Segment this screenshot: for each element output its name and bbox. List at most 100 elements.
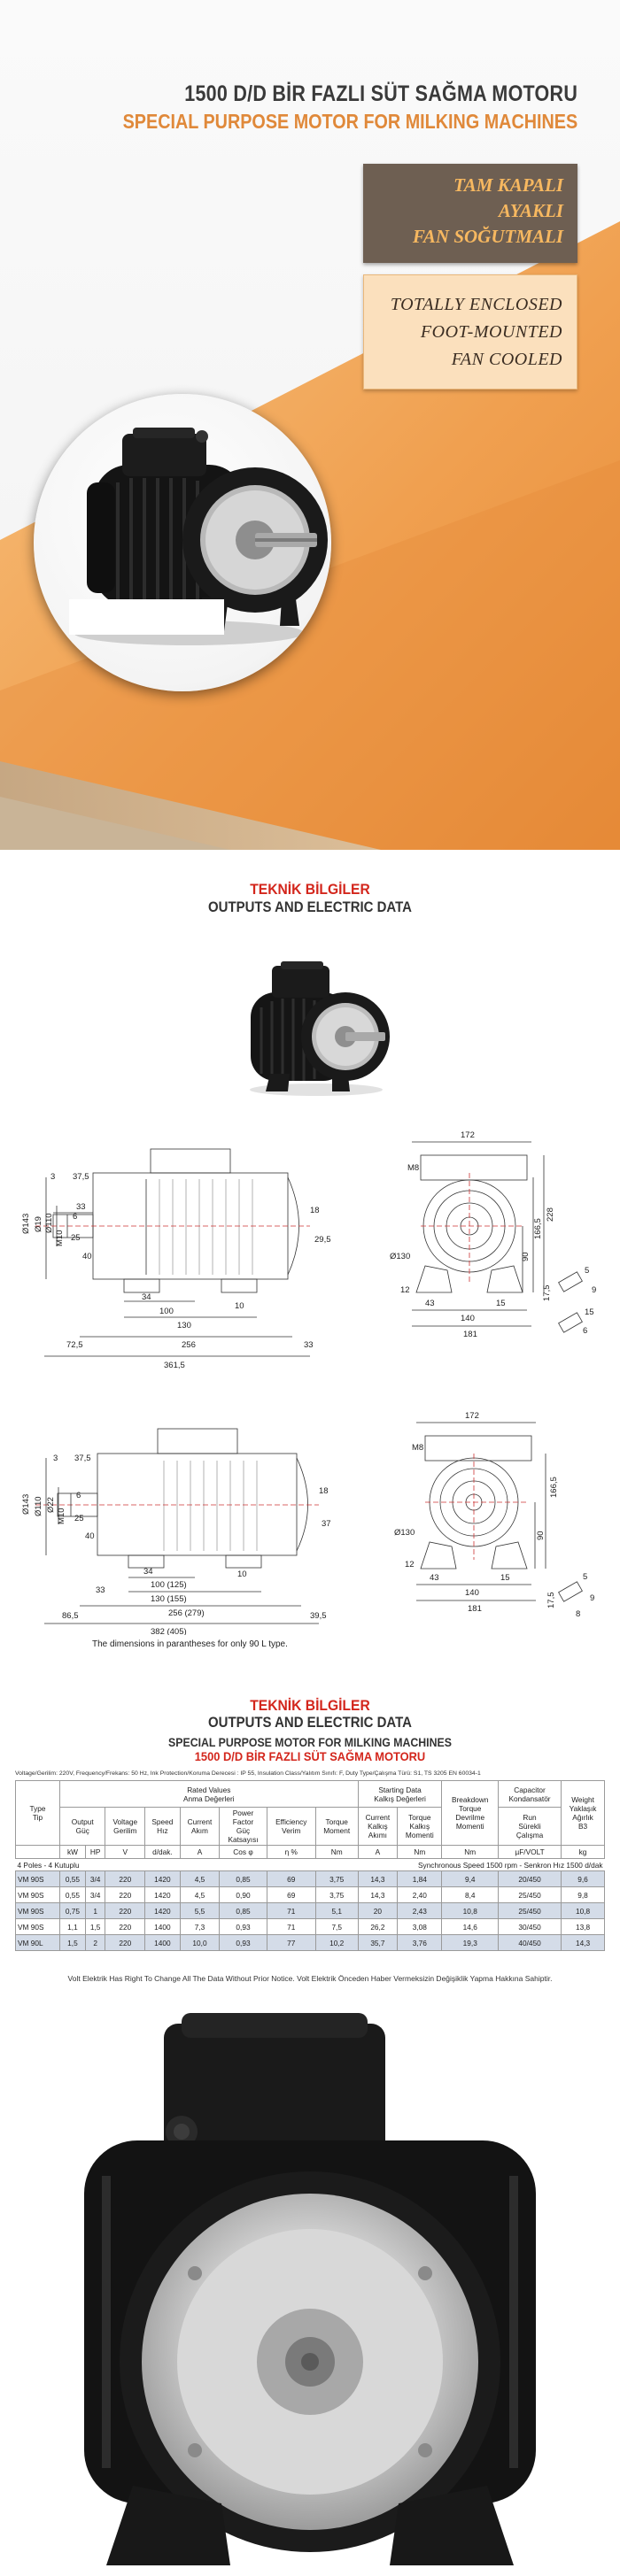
dim-33: 33 <box>76 1202 86 1212</box>
unit-cell: A <box>357 1845 399 1859</box>
unit-cell: µF/VOLT <box>497 1845 562 1859</box>
section1-title-tr: TEKNİK BİLGİLER <box>250 881 370 898</box>
table-cell: 220 <box>105 1918 146 1935</box>
dim-d110: Ø110 <box>44 1213 54 1233</box>
key-dim-6: 6 <box>583 1326 587 1336</box>
key2-dim-5: 5 <box>583 1572 587 1582</box>
table-cell: 10,8 <box>441 1902 499 1919</box>
hdr-weight: Weight Yaklaşık Ağırlık B3 <box>561 1780 605 1846</box>
dimension-note: The dimensions in parantheses for only 9… <box>92 1639 288 1649</box>
table-cell: 220 <box>105 1870 146 1887</box>
table-cell: 1,5 <box>84 1918 106 1935</box>
hdr-output: Output Güç <box>58 1807 106 1846</box>
section2-subtitle-en: SPECIAL PURPOSE MOTOR FOR MILKING MACHIN… <box>168 1735 452 1749</box>
table-cell: 0,55 <box>59 1870 86 1887</box>
units-row: kW HP V d/dak. A Cos φ η % Nm A Nm Nm µF… <box>15 1845 605 1859</box>
motor-large-illustration <box>84 2013 536 2565</box>
dim2-d22: Ø22 <box>46 1497 56 1513</box>
feature-en-1: TOTALLY ENCLOSED <box>390 295 562 314</box>
front-dim-228: 228 <box>546 1207 555 1222</box>
table-cell: 220 <box>105 1902 146 1919</box>
table-cell: 0,85 <box>219 1902 267 1919</box>
key-dim-9: 9 <box>592 1285 596 1295</box>
table-cell: 2,40 <box>397 1886 443 1903</box>
front2-dim-166-5: 166,5 <box>549 1477 559 1498</box>
dim2-6: 6 <box>76 1491 81 1500</box>
type-cell: VM 90S <box>15 1918 60 1935</box>
key-dim-15: 15 <box>585 1307 594 1317</box>
front2-dim-m8: M8 <box>412 1443 423 1453</box>
unit-cell-blank <box>15 1845 60 1859</box>
dim2-34: 34 <box>143 1567 153 1577</box>
dim-10: 10 <box>235 1301 244 1311</box>
dim-d143: Ø143 <box>21 1214 31 1234</box>
table-cell: 77 <box>266 1934 316 1951</box>
section2-title-tr: TEKNİK BİLGİLER <box>250 1697 370 1714</box>
table-cell: 0,93 <box>219 1934 267 1951</box>
table-cell: 20 <box>357 1902 399 1919</box>
type-cell: VM 90S <box>15 1886 60 1903</box>
front2-dim-43: 43 <box>430 1573 439 1583</box>
feature-en-3: FAN COOLED <box>451 350 562 369</box>
hero-title-tr: 1500 D/D BİR FAZLI SÜT SAĞMA MOTORU <box>184 81 577 106</box>
table-cell: 69 <box>266 1870 316 1887</box>
hdr-voltage: Voltage Gerilim <box>105 1807 146 1846</box>
unit-cell: kg <box>561 1845 605 1859</box>
hero-banner: 1500 D/D BİR FAZLI SÜT SAĞMA MOTORU SPEC… <box>0 0 620 850</box>
unit-cell: Nm <box>314 1845 359 1859</box>
type-cell: VM 90L <box>15 1934 60 1951</box>
hdr-torque: Torque Moment <box>314 1807 359 1846</box>
table-cell: 1420 <box>144 1902 181 1919</box>
table-cell: 25/450 <box>497 1886 562 1903</box>
table-cell: 9,6 <box>561 1870 605 1887</box>
dim-34: 34 <box>142 1292 151 1302</box>
table-meta: Voltage/Gerilim: 220V, Frequency/Frekans… <box>15 1770 481 1777</box>
hero-motor-photo <box>34 394 331 691</box>
table-cell: 220 <box>105 1886 146 1903</box>
unit-cell: Nm <box>441 1845 499 1859</box>
table-cell: 2 <box>84 1934 106 1951</box>
table-cell: 3,76 <box>397 1934 443 1951</box>
table-cell: 3,75 <box>314 1886 359 1903</box>
hdr-start-torque: Torque Kalkış Momenti <box>397 1807 443 1846</box>
hdr-capacitor: Capacitor Kondansatör <box>497 1780 562 1808</box>
front-dim-90: 90 <box>521 1252 531 1261</box>
spec-table: Type Tip Rated Values Anma Değerleri Sta… <box>15 1780 605 1951</box>
dim-18: 18 <box>310 1206 320 1215</box>
table-cell: 20/450 <box>497 1870 562 1887</box>
table-cell: 35,7 <box>357 1934 399 1951</box>
table-cell: 0,75 <box>59 1902 86 1919</box>
table-cell: 3,75 <box>314 1870 359 1887</box>
front-dim-172: 172 <box>461 1130 475 1140</box>
key-dim-5: 5 <box>585 1266 589 1276</box>
table-cell: 5,5 <box>179 1902 221 1919</box>
table-cell: 9,8 <box>561 1886 605 1903</box>
hero-title-en: SPECIAL PURPOSE MOTOR FOR MILKING MACHIN… <box>122 110 577 133</box>
dim2-25: 25 <box>74 1514 84 1523</box>
table-cell: 8,4 <box>441 1886 499 1903</box>
key2-dim-17-5: 17,5 <box>546 1593 556 1609</box>
table-cell: 9,4 <box>441 1870 499 1887</box>
disclaimer: Volt Elektrik Has Right To Change All Th… <box>67 1974 553 1983</box>
dim-100: 100 <box>159 1307 174 1316</box>
table-cell: 14,3 <box>357 1870 399 1887</box>
hdr-type: Type Tip <box>15 1780 60 1846</box>
front-dim-15: 15 <box>496 1299 506 1308</box>
front2-dim-d130: Ø130 <box>394 1528 415 1538</box>
dim-37-5: 37,5 <box>73 1172 89 1182</box>
dimension-drawing-1: 3 37,5 Ø143 Ø19 Ø110 M10 6 33 40 25 18 2… <box>21 1130 596 1370</box>
key-dim-17-5: 17,5 <box>542 1285 552 1302</box>
front2-dim-15: 15 <box>500 1573 510 1583</box>
table-cell: 7,5 <box>314 1918 359 1935</box>
table-cell: 1,1 <box>59 1918 86 1935</box>
motor-photo-2 <box>250 961 390 1096</box>
table-cell: 1400 <box>144 1918 181 1935</box>
dim2-382: 382 (405) <box>151 1627 187 1635</box>
hdr-starting: Starting Data Kalkış Değerleri <box>357 1780 443 1808</box>
table-cell: 5,1 <box>314 1902 359 1919</box>
hdr-efficiency: Efficiency Verim <box>266 1807 316 1846</box>
feature-en-2: FOOT-MOUNTED <box>420 322 562 342</box>
